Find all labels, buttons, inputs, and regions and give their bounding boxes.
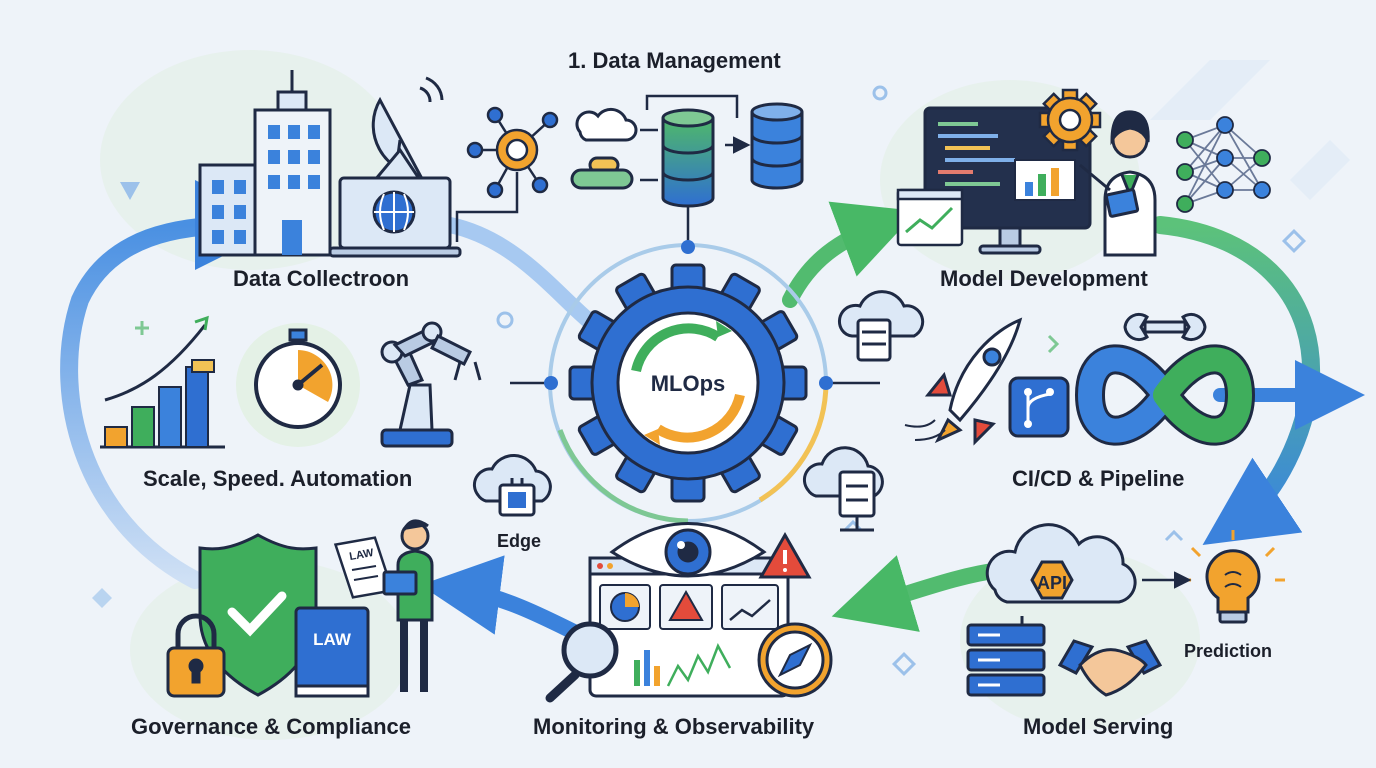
api-cloud-icon <box>985 523 1137 604</box>
infinity-loop-icon <box>1074 344 1256 446</box>
cycle-arcs <box>60 180 1365 643</box>
law-book-label: LAW <box>313 630 352 649</box>
magnifier-icon <box>545 621 619 703</box>
satellite-dish-icon <box>371 76 444 182</box>
cloud-server-icon <box>837 290 925 362</box>
dashboard-window-icon <box>588 556 790 698</box>
laptop-globe-icon <box>328 176 462 258</box>
decorations <box>92 85 1307 677</box>
law-document-icon <box>333 536 394 599</box>
gear-icon <box>1038 88 1102 152</box>
cloud-database-icon <box>802 446 884 532</box>
data-scientist-icon <box>1079 110 1157 257</box>
label-data-collection: Data Collectroon <box>233 266 410 291</box>
server-rack-icon <box>966 616 1046 697</box>
cloud-edge-icon <box>472 454 552 517</box>
compass-icon <box>757 622 833 698</box>
law-document-label: LAW <box>348 547 375 563</box>
stopwatch-icon <box>236 323 360 447</box>
git-branch-icon <box>1008 376 1070 438</box>
warning-icon <box>758 531 812 579</box>
label-edge: Edge <box>497 531 542 551</box>
padlock-icon <box>166 613 226 698</box>
label-data-management: 1. Data Management <box>568 48 781 73</box>
auditor-person-icon <box>382 519 434 692</box>
line-chart-card-icon <box>896 188 964 247</box>
database-icon <box>661 108 715 208</box>
label-prediction: Prediction <box>1184 641 1273 661</box>
shield-check-icon <box>198 533 318 697</box>
api-label: API <box>1037 573 1067 593</box>
rocket-icon <box>904 317 1023 446</box>
robot-arm-icon <box>380 321 482 448</box>
label-scale-speed-automation: Scale, Speed. Automation <box>143 466 413 491</box>
neural-network-icon <box>1176 116 1271 213</box>
eye-icon <box>609 522 767 578</box>
law-book-icon <box>294 606 370 698</box>
bar-chart-icon <box>100 315 225 449</box>
label-model-development: Model Development <box>940 266 1148 291</box>
lightbulb-brain-icon <box>1181 530 1285 624</box>
center-ring <box>510 205 880 524</box>
data-management-group <box>570 94 804 208</box>
mlops-gear-icon <box>568 263 808 503</box>
center-label: MLOps <box>651 371 726 396</box>
database-icon-2 <box>750 102 804 190</box>
wrench-icon <box>1123 312 1207 342</box>
label-cicd-pipeline: CI/CD & Pipeline <box>1012 466 1185 491</box>
label-model-serving: Model Serving <box>1023 714 1174 739</box>
building-icon <box>198 70 332 257</box>
label-governance-compliance: Governance & Compliance <box>131 714 411 739</box>
handshake-icon <box>1057 639 1163 697</box>
network-node-icon <box>455 106 559 242</box>
label-monitoring-observability: Monitoring & Observability <box>533 714 815 739</box>
